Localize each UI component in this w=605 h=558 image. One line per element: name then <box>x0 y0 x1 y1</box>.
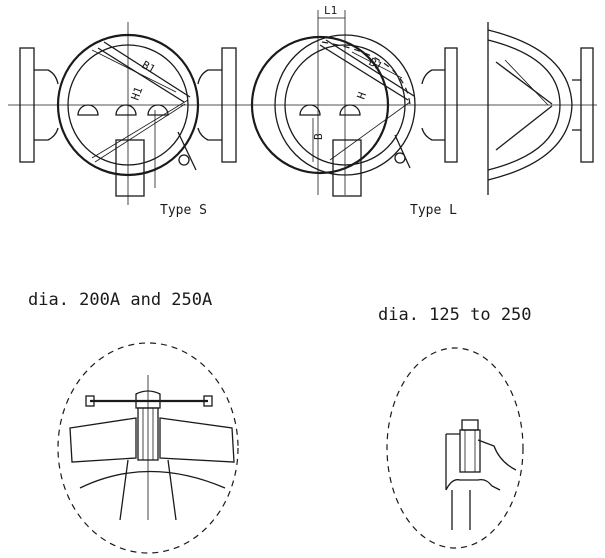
detail-200a-250a <box>57 342 239 554</box>
boss-2 <box>115 104 137 116</box>
type-l-label: Type L <box>410 203 457 218</box>
detail-boundary-right <box>386 347 524 549</box>
wing-right <box>159 417 235 463</box>
lever-pin-l <box>394 152 406 164</box>
detail-boundary-left <box>57 342 239 554</box>
detail-lower-profile <box>445 478 501 491</box>
boss-l-2 <box>339 104 361 116</box>
dim-b1-label-l: B1 <box>367 55 385 73</box>
boss-3 <box>147 104 169 116</box>
bolt-body <box>459 429 481 473</box>
caption-left: dia. 200A and 250A <box>28 290 212 310</box>
disc-arm-l <box>329 101 411 161</box>
body-circle-left <box>250 35 390 175</box>
handle-hub <box>135 390 161 409</box>
detail-body-arc <box>79 470 226 489</box>
bolt-head <box>461 419 479 431</box>
dim-b1-line <box>91 49 177 93</box>
detail-right-legs <box>451 490 471 530</box>
lever-pin <box>178 154 190 166</box>
dim-l1-label: L1 <box>324 4 337 17</box>
disc-edge-l-b <box>325 39 415 97</box>
side-disc-c <box>504 59 549 106</box>
right-neck <box>197 69 222 141</box>
bottom-stem <box>115 139 145 197</box>
right-flange <box>221 47 237 163</box>
disc-arm <box>91 99 189 159</box>
swing-arc <box>321 41 411 106</box>
dim-h-label: H <box>355 90 369 101</box>
right-neck-l <box>421 69 445 141</box>
side-section-view <box>487 22 594 195</box>
lever-l <box>394 134 411 169</box>
left-neck <box>34 69 59 141</box>
disc-arm-b <box>94 103 186 163</box>
bottom-stem-l <box>332 139 362 197</box>
disc-edge-l-a <box>319 44 409 101</box>
handle-end-left <box>85 395 95 407</box>
type-s-label: Type S <box>160 203 207 218</box>
type-l-view: L1 B B1 H Type L <box>250 4 458 218</box>
dim-b-label: B <box>312 133 325 140</box>
detail-125-250 <box>386 347 524 549</box>
side-body-outer <box>487 29 573 181</box>
boss-1 <box>77 104 99 116</box>
side-flange <box>580 47 594 163</box>
detail-body-legs <box>119 459 177 521</box>
dim-h1-label: H1 <box>129 85 146 102</box>
side-disc-b <box>495 105 553 151</box>
side-disc-a <box>495 61 553 105</box>
caption-right: dia. 125 to 250 <box>378 305 532 325</box>
type-s-view: B1 H1 Type S <box>19 22 237 218</box>
detail-stem <box>137 407 159 461</box>
disc-edge-b <box>103 41 191 98</box>
wing-left <box>69 417 137 463</box>
boss-l-1 <box>299 104 321 116</box>
disc-edge-a <box>97 47 185 103</box>
left-flange <box>19 47 35 163</box>
side-neck <box>572 79 581 131</box>
dim-b1-line-l <box>351 51 403 79</box>
dim-b1-label: B1 <box>140 58 158 76</box>
detail-body-profile <box>445 433 517 490</box>
lever <box>177 131 197 171</box>
right-flange-l <box>444 47 458 163</box>
handle-end-right <box>203 395 213 407</box>
side-body-inner <box>487 39 561 171</box>
